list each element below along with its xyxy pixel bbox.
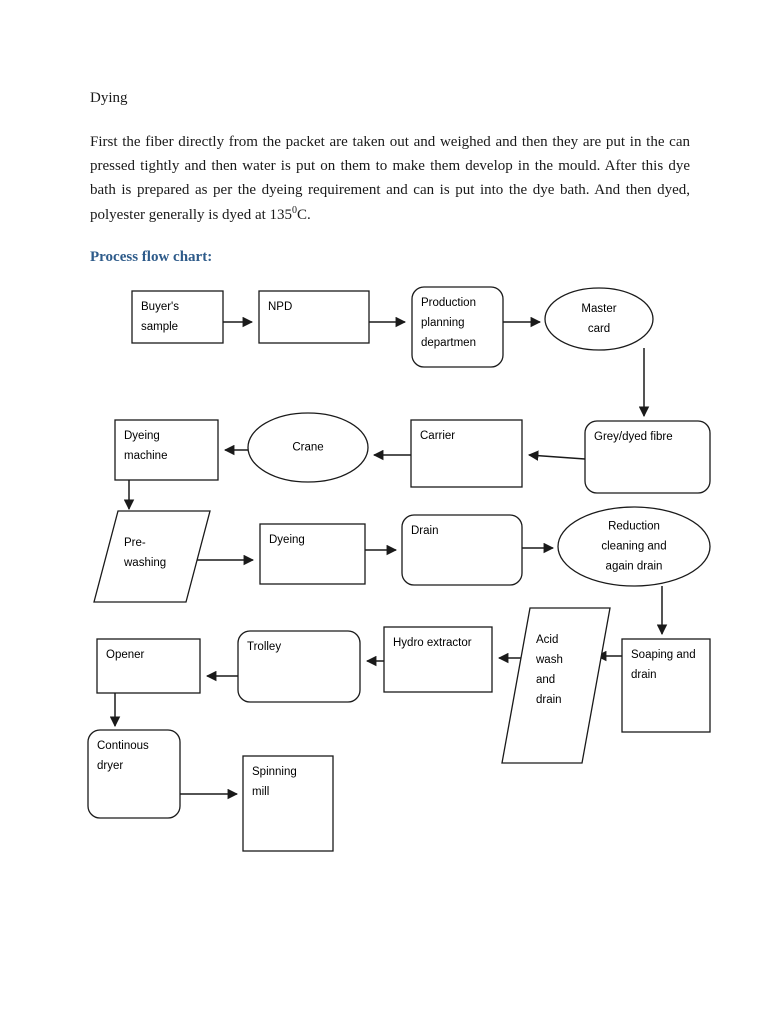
node-shape-parallelogram xyxy=(501,607,611,764)
node-shape-rect xyxy=(621,638,711,733)
node-label-grey-dyed-fibre: Grey/dyed fibre xyxy=(594,431,673,443)
node-shape-rect xyxy=(410,419,523,488)
flow-node-crane[interactable]: Crane xyxy=(247,412,369,483)
flow-node-carrier[interactable]: Carrier xyxy=(410,419,523,488)
node-shape-rect xyxy=(114,419,219,481)
node-label-pre-washing: Pre-washing xyxy=(123,537,166,569)
node-label-hydro-extractor: Hydro extractor xyxy=(393,637,472,649)
flow-node-trolley[interactable]: Trolley xyxy=(237,630,361,703)
document-text-body: Dying First the fiber directly from the … xyxy=(90,88,690,266)
flow-node-grey-dyed-fibre[interactable]: Grey/dyed fibre xyxy=(584,420,711,494)
node-shape-ellipse xyxy=(544,287,654,351)
degree-superscript: 0 xyxy=(292,204,298,216)
flow-arrow-grey-dyed-fibre-to-carrier xyxy=(527,450,586,461)
flow-node-dyeing[interactable]: Dyeing xyxy=(259,523,366,585)
node-shape-parallelogram xyxy=(93,510,211,603)
flowchart-edges xyxy=(109,316,668,800)
flow-node-opener[interactable]: Opener xyxy=(96,638,201,694)
flow-node-npd[interactable]: NPD xyxy=(258,290,370,344)
node-label-crane: Crane xyxy=(292,442,323,454)
node-shape-rect xyxy=(258,290,370,344)
node-label-npd: NPD xyxy=(268,301,292,313)
node-shape-rounded-rect xyxy=(411,286,504,368)
node-label-drain: Drain xyxy=(411,525,438,537)
node-shape-rounded-rect xyxy=(87,729,181,819)
node-shape-rect xyxy=(259,523,366,585)
node-shape-rounded-rect xyxy=(401,514,523,586)
node-shape-rect xyxy=(131,290,224,344)
flow-node-pre-washing[interactable]: Pre-washing xyxy=(93,510,211,603)
paragraph-suffix-text: C. xyxy=(297,206,311,223)
flow-node-drain[interactable]: Drain xyxy=(401,514,523,586)
section-label-process-flow-chart: Process flow chart: xyxy=(90,248,213,265)
intro-paragraph: First the fiber directly from the packet… xyxy=(90,130,690,227)
node-label-carrier: Carrier xyxy=(420,430,455,442)
node-label-trolley: Trolley xyxy=(247,641,281,653)
paragraph-prefix-text: First the fiber directly from the packet… xyxy=(90,133,690,223)
node-shape-rounded-rect xyxy=(584,420,711,494)
node-shape-rect xyxy=(383,626,493,693)
node-shape-rounded-rect xyxy=(237,630,361,703)
node-label-opener: Opener xyxy=(106,649,145,661)
node-label-dyeing: Dyeing xyxy=(269,534,305,546)
node-shape-ellipse xyxy=(247,412,369,483)
flow-node-hydro-extractor[interactable]: Hydro extractor xyxy=(383,626,493,693)
node-shape-ellipse xyxy=(557,506,711,587)
node-shape-rect xyxy=(242,755,334,852)
node-shape-rect xyxy=(96,638,201,694)
page-title: Dying xyxy=(90,90,128,106)
